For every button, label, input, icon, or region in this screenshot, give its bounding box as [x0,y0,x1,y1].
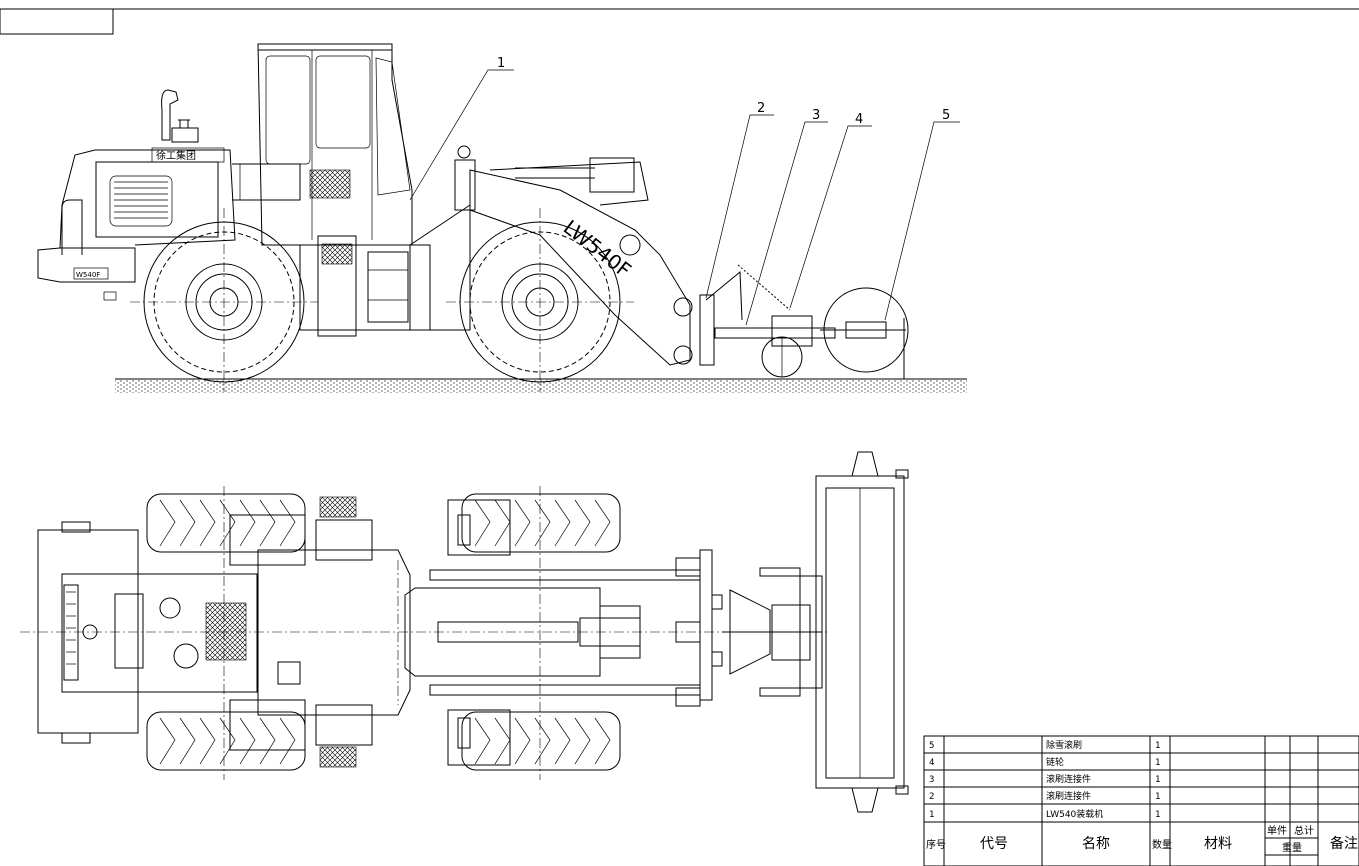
callout-5: 5 [942,108,950,123]
logo-plate [151,147,225,163]
row-qty: 1 [1155,810,1160,820]
cab-seat [309,169,351,199]
row-name: 链轮 [1046,756,1064,768]
row-name: 滚刷连接件 [1046,773,1091,785]
header-name: 名称 [1082,836,1110,852]
row-name: 滚刷连接件 [1046,790,1091,802]
header-weight: 重量 [1282,841,1302,854]
row-seq: 4 [929,758,934,768]
table-row: 3 滚刷连接件 1 [929,773,1160,785]
operator-cab [232,43,413,246]
rear-wheel [130,208,318,392]
top-view [20,451,909,813]
brush-attachment-side [699,264,909,379]
loader-boom: LW540F [469,157,693,366]
header-code: 代号 [980,836,1008,852]
row-seq: 3 [929,775,934,785]
body-plate-text: W540F [76,271,100,279]
header-unit: 单件 [1267,825,1287,837]
row-qty: 1 [1155,758,1160,768]
ground-line [115,378,967,393]
table-row: 2 滚刷连接件 1 [929,790,1160,802]
title-tab-box [0,8,114,35]
chassis [299,145,476,337]
row-seq: 5 [929,741,934,751]
row-qty: 1 [1155,741,1160,751]
front-frame-top [404,499,701,766]
callouts: 1 2 3 4 5 [409,56,960,326]
header-seq: 序号 [926,838,946,851]
model-plate [73,267,109,280]
header-total: 总计 [1294,824,1314,837]
callout-1: 1 [497,56,505,71]
table-header: 序号 代号 名称 数量 材料 单件 总计 重量 备注 [926,824,1358,854]
center-body-top [229,496,411,768]
row-qty: 1 [1155,775,1160,785]
header-remark: 备注 [1330,835,1358,852]
side-view: 徐工集团 W540F [37,43,967,393]
row-qty: 1 [1155,792,1160,802]
front-tires-top [461,486,621,780]
row-seq: 1 [929,810,934,820]
callout-3: 3 [812,108,820,123]
row-name: LW540装载机 [1046,808,1103,820]
brush-attachment-top [675,451,909,813]
callout-2: 2 [757,101,765,116]
cab-logo-text: 徐工集团 [156,149,196,162]
header-material: 材料 [1204,836,1232,852]
drawing-frame [0,8,1359,35]
header-qty: 数量 [1152,838,1172,851]
table-row: 5 除雪滚刷 1 [929,739,1160,751]
radiator-grille [109,175,173,227]
row-name: 除雪滚刷 [1046,739,1082,751]
rear-tires-top [146,486,306,780]
engine-hood: 徐工集团 W540F [37,89,236,301]
parts-table: 5 除雪滚刷 1 4 链轮 1 3 滚刷连接件 1 2 滚刷连接件 1 1 [923,735,1359,866]
table-row: 1 LW540装载机 1 [929,808,1160,820]
front-wheel [446,208,634,392]
table-row: 4 链轮 1 [929,756,1160,768]
rear-frame-top [37,521,258,744]
boom-model-text: LW540F [559,215,636,282]
callout-4: 4 [855,112,863,127]
row-seq: 2 [929,792,934,802]
